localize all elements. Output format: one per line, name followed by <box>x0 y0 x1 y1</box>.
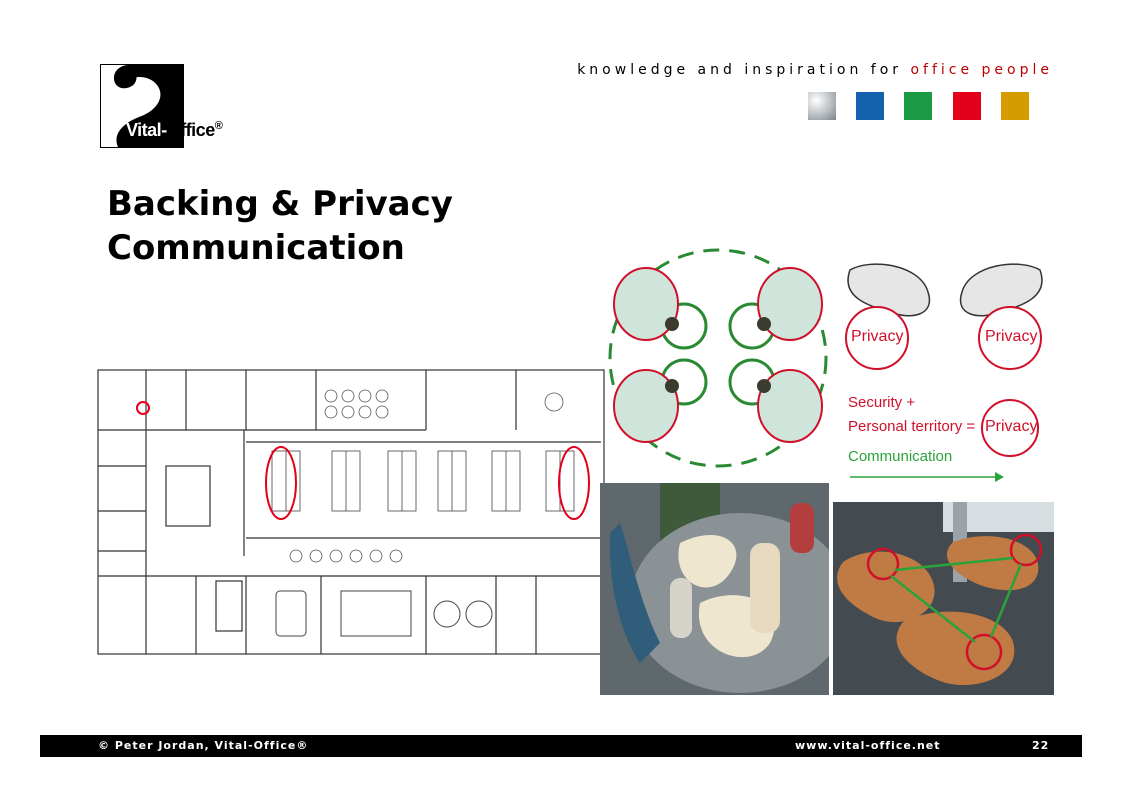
privacy-circle-right <box>978 306 1042 370</box>
privacy-diagram <box>845 263 1043 482</box>
communication-arrow-head <box>995 472 1004 482</box>
logo-registered: ® <box>214 120 223 132</box>
logo-swirl-icon <box>113 65 183 147</box>
swatch-silver <box>808 92 836 120</box>
logo-text-vital: Vital- <box>126 120 167 140</box>
workstation-highlight-circles <box>866 533 1043 671</box>
footer-copyright: © Peter Jordan, Vital-Office® <box>98 739 309 752</box>
logo-mark <box>100 64 184 148</box>
workstation-clusters <box>271 450 575 512</box>
desk-left-icon <box>847 263 931 317</box>
privacy-label-left: Privacy <box>851 328 904 345</box>
title-line-2: Communication <box>107 228 405 268</box>
vital-office-logo: Vital-Office® <box>100 64 250 150</box>
cluster-diagram-drawing <box>608 248 828 468</box>
formula-line-1: Security + <box>848 394 916 411</box>
swatch-green <box>904 92 932 120</box>
slide-title: Backing & Privacy Communication <box>107 182 453 270</box>
swatch-gold <box>1001 92 1029 120</box>
formula-line-2: Personal territory = <box>848 418 976 435</box>
floor-plan-drawing <box>97 369 605 655</box>
desk-right-icon <box>959 263 1043 317</box>
footer-page-number: 22 <box>1032 739 1050 752</box>
swatch-blue <box>856 92 884 120</box>
floor-plan-image <box>96 366 606 658</box>
office-render-photo-1 <box>600 483 829 695</box>
title-line-1: Backing & Privacy <box>107 184 453 224</box>
office-render-drawing-2 <box>833 502 1054 695</box>
highlight-ellipses <box>136 401 590 520</box>
tagline-suffix: office people <box>910 62 1053 78</box>
communication-label: Communication <box>848 448 953 465</box>
tagline: knowledge and inspiration for office peo… <box>577 62 1053 78</box>
logo-wordmark: Vital-Office® <box>126 120 223 141</box>
cluster-diagram <box>606 242 836 474</box>
office-render-drawing-1 <box>600 483 829 695</box>
logo-text-office: Office <box>166 120 216 140</box>
office-render-photo-2 <box>833 502 1054 695</box>
swatch-red <box>953 92 981 120</box>
footer-website: www.vital-office.net <box>795 739 941 752</box>
footer-bar: © Peter Jordan, Vital-Office® www.vital-… <box>40 735 1082 757</box>
tagline-prefix: knowledge and inspiration for <box>577 62 903 78</box>
communication-arrows <box>890 556 1023 643</box>
privacy-label-right: Privacy <box>985 328 1038 345</box>
privacy-circle-result <box>981 399 1039 457</box>
privacy-circle-left <box>845 306 909 370</box>
privacy-panel: Privacy Privacy Security + Personal terr… <box>840 258 1050 488</box>
color-swatches <box>808 92 1030 120</box>
formula-result: Privacy <box>985 418 1038 435</box>
